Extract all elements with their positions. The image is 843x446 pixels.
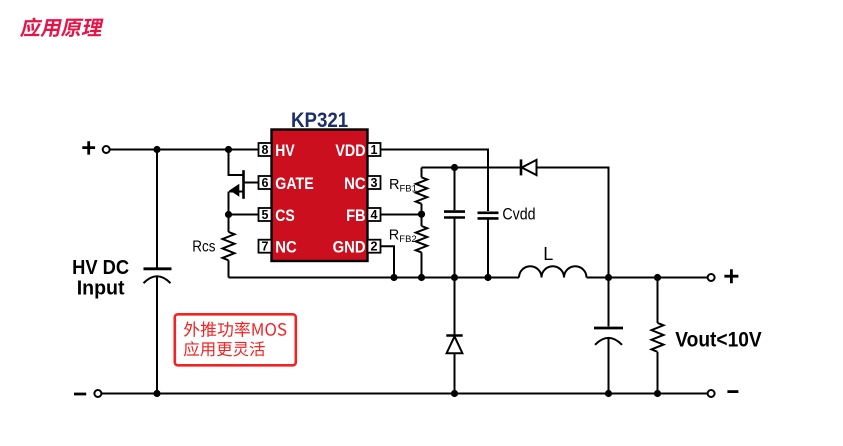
svg-text:5: 5 (262, 208, 269, 222)
svg-text:L: L (543, 244, 553, 264)
svg-text:8: 8 (262, 143, 269, 157)
svg-text:Rcs: Rcs (192, 238, 215, 255)
svg-text:6: 6 (262, 176, 269, 190)
svg-text:HV: HV (275, 141, 295, 160)
svg-text:VDD: VDD (335, 141, 365, 160)
svg-text:2: 2 (371, 240, 378, 254)
svg-text:HV DC: HV DC (72, 256, 129, 279)
svg-text:CS: CS (275, 206, 295, 225)
svg-text:GATE: GATE (275, 174, 313, 193)
svg-text:7: 7 (262, 240, 269, 254)
svg-text:3: 3 (371, 176, 378, 190)
svg-text:NC: NC (275, 238, 297, 257)
svg-text:KP321: KP321 (291, 109, 348, 132)
svg-text:Cvdd: Cvdd (502, 206, 535, 224)
svg-text:GND: GND (333, 238, 366, 257)
svg-text:Input: Input (77, 276, 125, 299)
svg-text:4: 4 (371, 208, 378, 222)
svg-text:NC: NC (344, 174, 366, 193)
svg-text:FB: FB (346, 206, 366, 225)
svg-text:1: 1 (371, 143, 378, 157)
svg-text:Vout<10V: Vout<10V (675, 328, 762, 352)
